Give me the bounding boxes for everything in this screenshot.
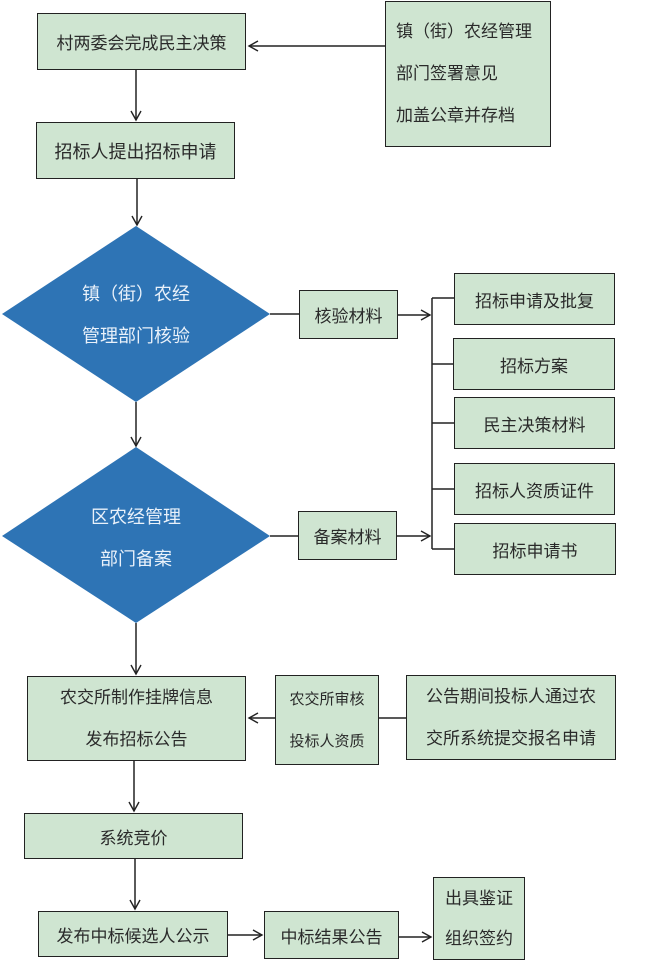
node-label-line: 组织签约 (445, 928, 513, 949)
node-verify-materials: 核验材料 (299, 290, 398, 339)
node-tender-application: 招标人提出招标申请 (36, 122, 235, 179)
decision-diamond-district-filing (2, 447, 270, 623)
node-filing-materials: 备案材料 (298, 511, 397, 560)
node-label: 村两委会完成民主决策 (56, 34, 227, 54)
node-bidder-review: 农交所审核 投标人资质 (275, 675, 379, 765)
node-result-announcement: 中标结果公告 (264, 911, 399, 959)
node-label: 备案材料 (313, 528, 382, 548)
node-publish-notice: 农交所制作挂牌信息 发布招标公告 (27, 676, 246, 761)
material-item: 民主决策材料 (454, 397, 615, 449)
node-label-line: 部门签署意见 (396, 64, 498, 84)
node-label-line: 管理部门核验 (82, 326, 190, 347)
node-label-line: 交所系统提交报名申请 (426, 728, 596, 749)
node-label-line: 镇（街）农经 (82, 284, 190, 305)
material-item: 招标方案 (453, 338, 615, 390)
node-certification: 出具鉴证 组织签约 (433, 877, 525, 960)
node-label: 系统竞价 (99, 828, 168, 849)
node-village-decision: 村两委会完成民主决策 (37, 13, 246, 70)
node-label: 民主决策材料 (483, 415, 586, 436)
node-label: 发布中标候选人公示 (56, 926, 210, 947)
node-label-line: 发布招标公告 (85, 729, 188, 750)
node-label-line: 公告期间投标人通过农 (426, 686, 596, 707)
material-item: 招标人资质证件 (454, 463, 615, 515)
node-label: 招标申请书 (492, 541, 578, 562)
node-label-line: 农交所制作挂牌信息 (60, 687, 213, 708)
node-label: 核验材料 (314, 307, 383, 327)
node-label: 招标方案 (500, 356, 568, 377)
node-label: 招标人资质证件 (475, 481, 594, 502)
node-label-line: 出具鉴证 (445, 888, 513, 909)
node-label-line: 加盖公章并存档 (396, 106, 515, 126)
decision-diamond-town-review (2, 226, 270, 402)
decision-town-review-label: 镇（街）农经 管理部门核验 (36, 274, 236, 358)
node-label: 招标申请及批复 (475, 291, 594, 312)
node-bidder-register: 公告期间投标人通过农 交所系统提交报名申请 (406, 675, 616, 760)
node-system-bidding: 系统竞价 (24, 813, 243, 859)
node-label-line: 投标人资质 (289, 732, 365, 750)
node-label: 招标人提出招标申请 (54, 141, 217, 163)
material-item: 招标申请书 (454, 523, 616, 575)
node-label-line: 镇（街）农经管理 (396, 22, 532, 42)
node-candidate-publicity: 发布中标候选人公示 (38, 911, 228, 957)
node-label: 中标结果公告 (280, 927, 383, 948)
node-label-line: 部门备案 (100, 549, 172, 570)
node-town-opinion: 镇（街）农经管理 部门签署意见 加盖公章并存档 (385, 1, 551, 147)
node-label-line: 农交所审核 (289, 690, 365, 708)
node-label-line: 区农经管理 (91, 507, 181, 528)
material-item: 招标申请及批复 (454, 273, 615, 325)
decision-district-filing-label: 区农经管理 部门备案 (36, 497, 236, 581)
